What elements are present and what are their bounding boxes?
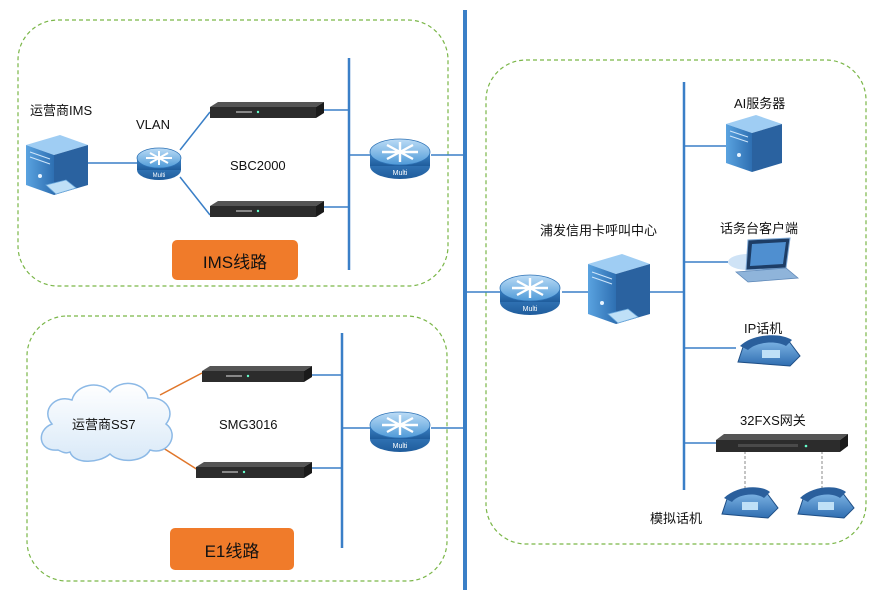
console-laptop-icon [728, 237, 800, 283]
analog-phone-2-icon [797, 487, 855, 519]
sbc-device-top-icon [210, 102, 324, 118]
console-client-label: 话务台客户端 [720, 221, 799, 236]
e1-line-tag: E1线路 [170, 528, 294, 570]
ims-server-icon [26, 135, 88, 195]
e1-region [26, 315, 448, 582]
ims-router-icon: Multi [369, 138, 431, 179]
ims-line-tag: IMS线路 [172, 240, 298, 280]
router-caption: Multi [393, 443, 408, 450]
router-caption: Multi [153, 173, 166, 179]
smg-device-bottom-icon [196, 462, 312, 478]
ims-region [17, 19, 449, 287]
ai-server-label: AI服务器 [734, 96, 786, 111]
fxs-gateway-icon [716, 434, 848, 452]
ss7-carrier-label: 运营商SS7 [72, 417, 136, 432]
ip-phone-label: IP话机 [744, 321, 783, 336]
callcenter-label: 浦发信用卡呼叫中心 [540, 223, 658, 238]
e1-router-icon: Multi [369, 411, 431, 452]
vlan-label: VLAN [136, 117, 170, 132]
smg-label: SMG3016 [219, 417, 278, 432]
callcenter-router-icon: Multi [499, 274, 561, 315]
router-caption: Multi [393, 170, 408, 177]
callcenter-server-icon [588, 254, 650, 324]
link-ss7-smg-top [159, 372, 203, 396]
callcenter-region [485, 59, 867, 545]
ims-carrier-label: 运营商IMS [30, 103, 93, 118]
ai-server-icon [726, 115, 782, 172]
ip-phone-icon [737, 335, 801, 367]
link-ss7-smg-bottom [159, 445, 199, 471]
router-caption: Multi [523, 306, 538, 313]
fxs-gateway-label: 32FXS网关 [740, 413, 806, 428]
analog-phone-1-icon [721, 487, 779, 519]
ss7-cloud-icon [40, 382, 173, 462]
analog-phone-label: 模拟话机 [650, 511, 703, 526]
smg-device-top-icon [202, 366, 312, 382]
vlan-router-icon: Multi [136, 147, 182, 180]
sbc-device-bottom-icon [210, 201, 324, 217]
sbc-label: SBC2000 [230, 158, 286, 173]
link-vlan-sbc-top [179, 111, 211, 151]
link-vlan-sbc-bottom [179, 176, 211, 216]
